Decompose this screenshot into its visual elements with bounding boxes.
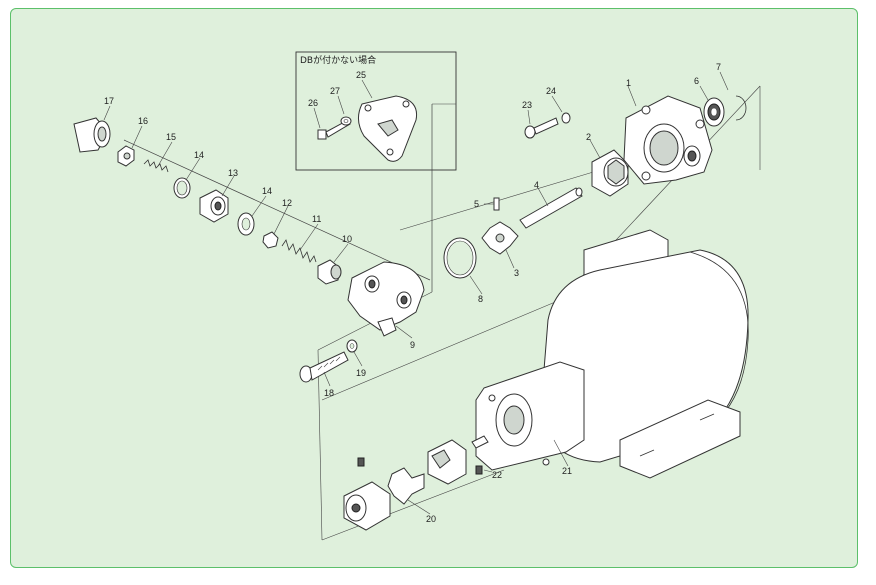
label-9: 9 bbox=[410, 340, 415, 350]
part-15-spring bbox=[143, 159, 169, 173]
part-9-housing bbox=[347, 261, 425, 337]
label-12: 12 bbox=[282, 198, 292, 208]
label-13: 13 bbox=[228, 168, 238, 178]
part-20-coupling-a bbox=[343, 481, 391, 531]
label-19: 19 bbox=[356, 368, 366, 378]
label-23: 23 bbox=[522, 100, 532, 110]
part-23-screw bbox=[524, 117, 559, 139]
part-1-housing bbox=[623, 95, 713, 185]
part-13-nut bbox=[199, 189, 229, 223]
label-8: 8 bbox=[478, 294, 483, 304]
part-4-shaft bbox=[519, 187, 583, 229]
part-21-motor bbox=[475, 229, 749, 479]
part-20-coupling-b bbox=[427, 439, 467, 485]
label-3: 3 bbox=[514, 268, 519, 278]
label-18: 18 bbox=[324, 388, 334, 398]
part-11-spring bbox=[281, 239, 317, 263]
part-7-ring bbox=[735, 95, 747, 121]
part-3-rotor bbox=[481, 221, 519, 255]
inset-box: DBが付かない場合 bbox=[295, 51, 457, 171]
label-10: 10 bbox=[342, 234, 352, 244]
part-6-bearing bbox=[703, 97, 725, 127]
label-26: 26 bbox=[308, 98, 318, 108]
part-setscrew-a bbox=[357, 457, 365, 467]
part-2-gear bbox=[591, 149, 629, 197]
part-16-nut bbox=[117, 145, 135, 167]
part-22-key bbox=[471, 435, 489, 449]
part-5-pin bbox=[493, 197, 500, 211]
label-5: 5 bbox=[474, 199, 479, 209]
label-16: 16 bbox=[138, 116, 148, 126]
label-14a: 14 bbox=[194, 150, 204, 160]
part-22-setscrew bbox=[475, 465, 483, 475]
inset-title: DBが付かない場合 bbox=[300, 54, 376, 66]
label-7: 7 bbox=[716, 62, 721, 72]
part-18-bolt bbox=[299, 351, 349, 383]
label-25: 25 bbox=[356, 70, 366, 80]
label-1: 1 bbox=[626, 78, 631, 88]
label-17: 17 bbox=[104, 96, 114, 106]
part-12-nut bbox=[262, 231, 279, 249]
label-24: 24 bbox=[546, 86, 556, 96]
part-10-valve bbox=[317, 259, 342, 285]
label-2: 2 bbox=[586, 132, 591, 142]
part-labels: 1 2 3 4 5 6 7 8 9 10 11 12 13 14 14 15 1… bbox=[104, 62, 721, 524]
part-20-spider bbox=[387, 467, 425, 505]
label-14b: 14 bbox=[262, 186, 272, 196]
label-22: 22 bbox=[492, 470, 502, 480]
label-15: 15 bbox=[166, 132, 176, 142]
label-27: 27 bbox=[330, 86, 340, 96]
part-24-washer bbox=[561, 112, 571, 124]
leader-lines bbox=[103, 71, 729, 515]
part-17-cap bbox=[73, 117, 111, 153]
label-20: 20 bbox=[426, 514, 436, 524]
label-21: 21 bbox=[562, 466, 572, 476]
label-4: 4 bbox=[534, 180, 539, 190]
label-11: 11 bbox=[312, 214, 321, 224]
label-6: 6 bbox=[694, 76, 699, 86]
